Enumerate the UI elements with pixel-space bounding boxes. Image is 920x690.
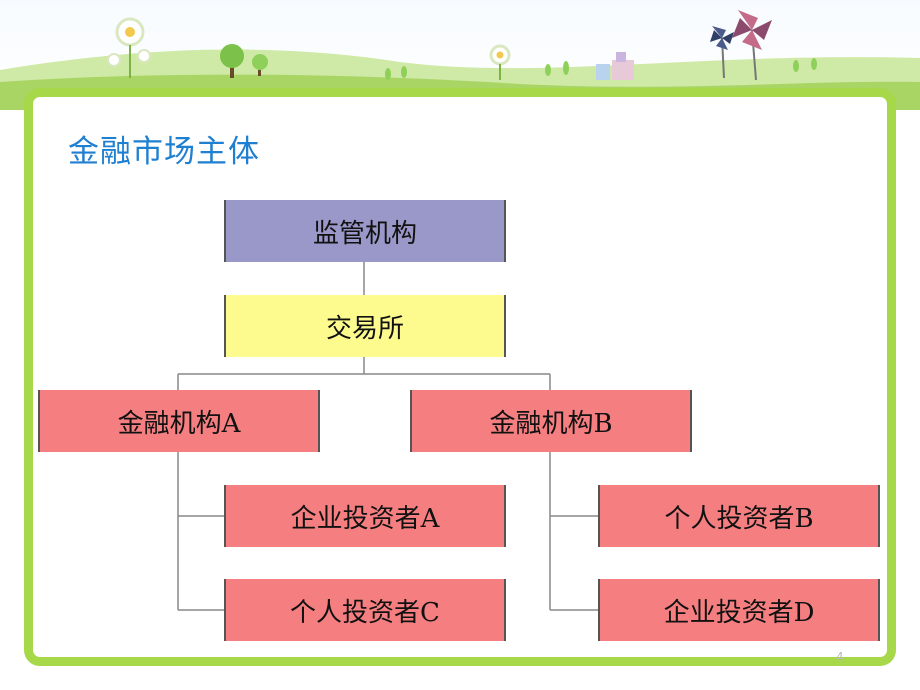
node-investor[interactable]: 企业投资者A (224, 485, 506, 547)
flower-icon (107, 17, 151, 78)
pinwheel-icon (710, 10, 772, 81)
node-investor[interactable]: 个人投资者C (224, 579, 506, 641)
node-exchange[interactable]: 交易所 (224, 295, 506, 357)
node-institution-a[interactable]: 金融机构A (38, 390, 320, 452)
node-investor[interactable]: 个人投资者B (598, 485, 880, 547)
page-number: 4 (836, 650, 844, 664)
flower-icon (489, 44, 511, 80)
node-regulator[interactable]: 监管机构 (224, 200, 506, 262)
content-frame (24, 88, 896, 666)
tree-icon (220, 44, 268, 78)
slide-title: 金融市场主体 (68, 134, 260, 170)
node-investor[interactable]: 企业投资者D (598, 579, 880, 641)
node-institution-b[interactable]: 金融机构B (410, 390, 692, 452)
sprout-icon (385, 58, 817, 80)
house-icon (596, 52, 634, 80)
